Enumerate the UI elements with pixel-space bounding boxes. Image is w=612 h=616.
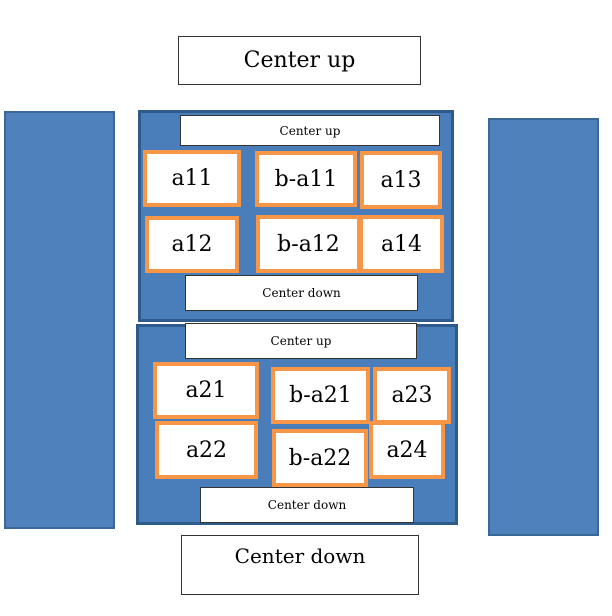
cell-a14-label: a14: [380, 231, 423, 257]
panel-1-center-down-box: Center down: [185, 275, 418, 311]
panel-2-center-up-label: Center up: [270, 334, 332, 348]
cell-b-a12: b-a12: [256, 215, 361, 273]
cell-a14: a14: [359, 215, 444, 273]
cell-a23: a23: [373, 367, 451, 424]
cell-a24-label: a24: [386, 437, 428, 463]
outer-center-down-box: Center down: [181, 535, 419, 595]
outer-center-down-label: Center down: [234, 544, 366, 568]
cell-a22-label: a22: [185, 437, 228, 463]
cell-a23-label: a23: [391, 383, 433, 408]
panel-2-center-up-box: Center up: [185, 323, 417, 359]
panel-1-center-up-label: Center up: [279, 123, 341, 138]
cell-a11: a11: [143, 150, 241, 207]
cell-b-a22: b-a22: [272, 429, 368, 487]
cell-a24: a24: [369, 421, 445, 479]
cell-a22: a22: [155, 421, 258, 479]
cell-a21-label: a21: [185, 378, 227, 403]
panel-2-center-down-box: Center down: [200, 487, 414, 523]
cell-a12: a12: [145, 216, 239, 273]
cell-b-a21-label: b-a21: [289, 383, 352, 408]
left-column: [4, 111, 115, 529]
outer-center-up-label: Center up: [243, 48, 356, 73]
cell-a21: a21: [153, 362, 259, 419]
cell-a11-label: a11: [171, 166, 213, 191]
cell-b-a12-label: b-a12: [277, 231, 340, 257]
right-column: [488, 118, 599, 536]
outer-center-up-box: Center up: [178, 36, 421, 85]
cell-b-a11-label: b-a11: [274, 166, 338, 192]
panel-1-center-down-label: Center down: [262, 286, 341, 300]
cell-a12-label: a12: [171, 232, 213, 257]
cell-b-a11: b-a11: [255, 151, 357, 207]
cell-b-a21: b-a21: [271, 367, 370, 424]
cell-a13-label: a13: [380, 167, 422, 193]
panel-2-center-down-label: Center down: [267, 498, 347, 512]
cell-b-a22-label: b-a22: [288, 445, 352, 471]
panel-1-center-up-box: Center up: [180, 115, 440, 146]
cell-a13: a13: [360, 151, 442, 209]
